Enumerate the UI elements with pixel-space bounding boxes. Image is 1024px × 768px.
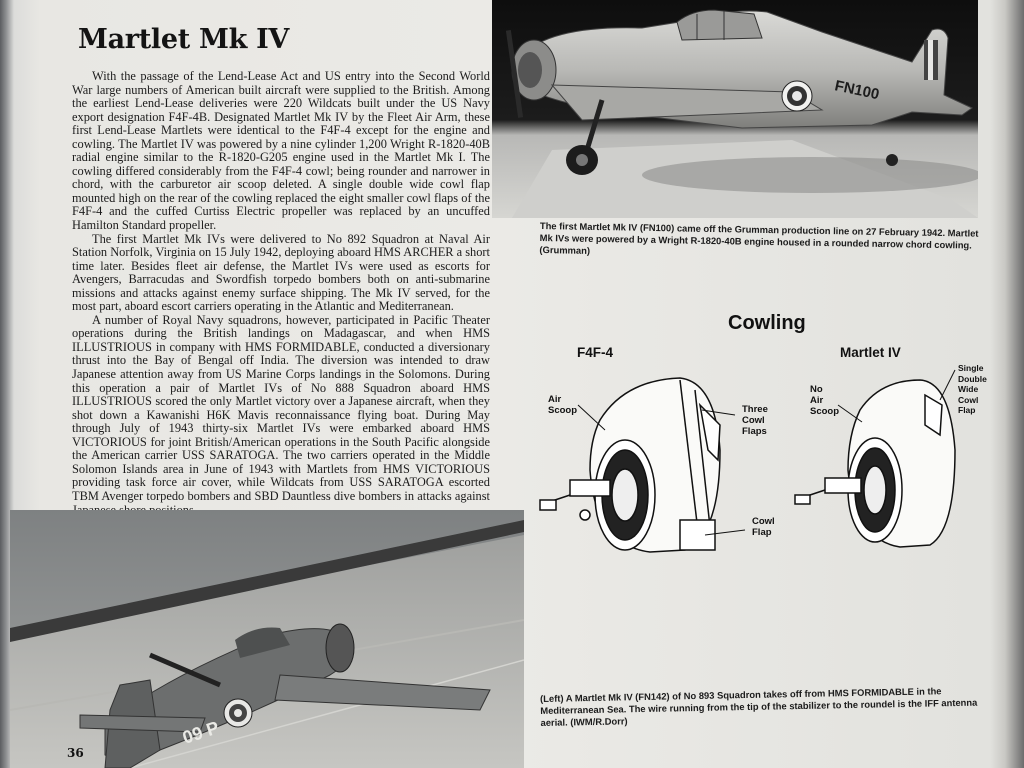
cowling-diagram: Cowling F4F-4 Martlet IV (530, 300, 1000, 570)
caption-bottom-photo: (Left) A Martlet Mk IV (FN142) of No 893… (540, 685, 978, 728)
photo-martlet-fn100: FN100 (492, 0, 978, 218)
label-no-air-scoop: No Air Scoop (810, 384, 840, 417)
label-three-cowl-flaps: Three Cowl Flaps (742, 404, 768, 437)
article-body: With the passage of the Lend-Lease Act a… (72, 69, 491, 517)
f4f4-cowl-drawing (539, 377, 746, 553)
diagram-title: Cowling (728, 312, 806, 334)
label-air-scoop: Air Scoop (548, 394, 578, 416)
martlet-cowl-drawing (794, 369, 956, 548)
f4f4-heading: F4F-4 (577, 345, 614, 360)
caption-top-photo: The first Martlet Mk IV (FN100) came off… (539, 220, 979, 256)
paragraph-3: A number of Royal Navy squadrons, howeve… (72, 312, 490, 516)
photo-martlet-takeoff: 09 P (10, 510, 524, 768)
page-title: Martlet Mk IV (78, 24, 290, 55)
page-number: 36 (67, 746, 84, 760)
label-single-double-wide-flap: Single Double Wide Cowl Flap (958, 363, 987, 415)
label-cowl-flap: Cowl Flap (752, 516, 775, 538)
martlet-heading: Martlet IV (840, 345, 901, 360)
aircraft-photo-takeoff: 09 P (10, 510, 524, 768)
paragraph-2: The first Martlet Mk IVs were delivered … (72, 231, 491, 314)
paragraph-1: With the passage of the Lend-Lease Act a… (72, 69, 490, 233)
aircraft-photo-fn100: FN100 (492, 0, 978, 218)
cowling-drawings (539, 369, 956, 553)
